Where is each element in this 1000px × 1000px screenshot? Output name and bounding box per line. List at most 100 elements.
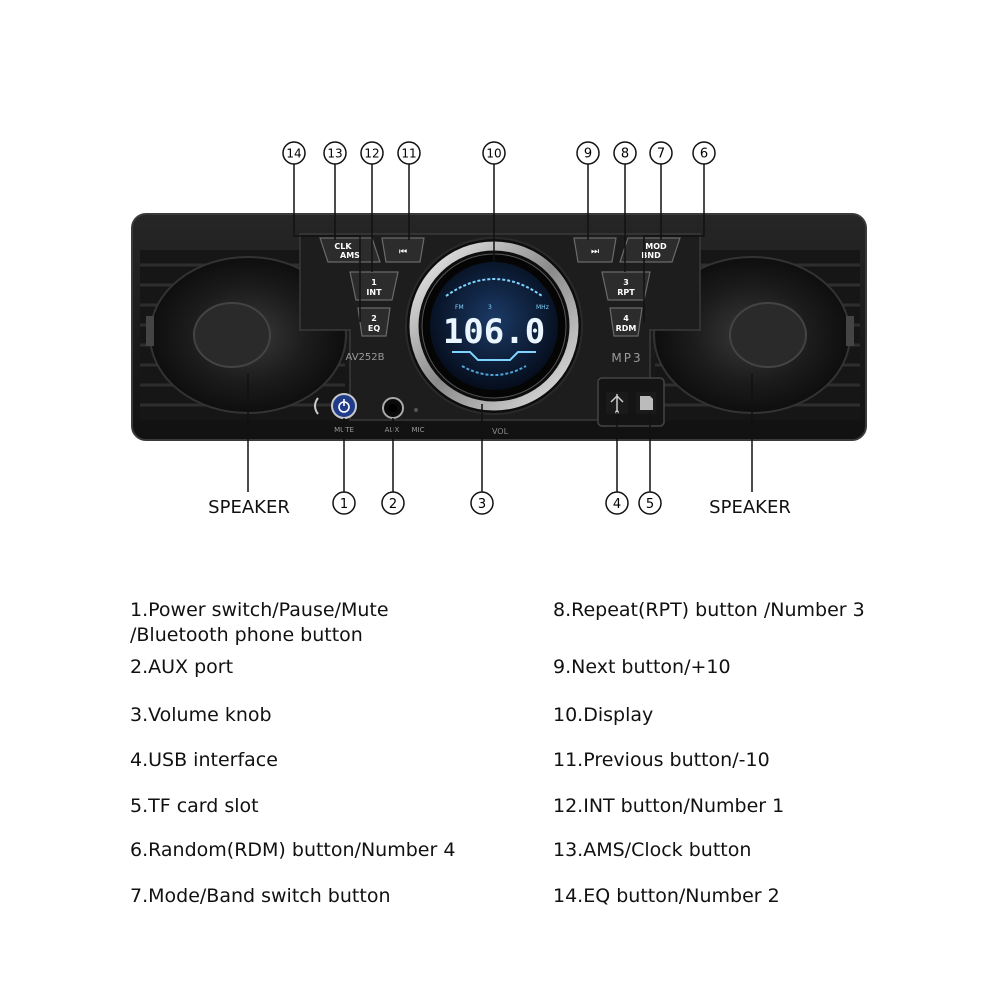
callout-1: 1 bbox=[332, 491, 356, 515]
aux-port[interactable] bbox=[382, 397, 404, 419]
legend-item-2: 2.AUX port bbox=[130, 655, 550, 680]
display-frequency: 106.0 bbox=[443, 312, 545, 352]
svg-text:7: 7 bbox=[657, 147, 665, 162]
callout-14: 14 bbox=[282, 141, 306, 165]
rpt-label: RPT bbox=[617, 288, 635, 297]
int-label: INT bbox=[366, 288, 382, 297]
svg-text:14: 14 bbox=[286, 147, 301, 161]
phone-icon bbox=[314, 397, 319, 415]
legend-item-6: 6.Random(RDM) button/Number 4 bbox=[130, 838, 550, 863]
callout-9: 9 bbox=[576, 141, 600, 165]
display-mhz: MHz bbox=[536, 304, 549, 311]
callout-10: 10 bbox=[482, 141, 506, 165]
model-label: AV252B bbox=[346, 352, 385, 363]
legend-item-text-continued: /Bluetooth phone button bbox=[130, 624, 363, 646]
legend-item-11: 11.Previous button/-10 bbox=[553, 748, 973, 773]
svg-text:13: 13 bbox=[327, 147, 342, 161]
legend-item-text: 1.Power switch/Pause/Mute bbox=[130, 599, 389, 621]
usb-interface[interactable] bbox=[606, 392, 628, 414]
legend-item-13: 13.AMS/Clock button bbox=[553, 838, 973, 863]
int-button[interactable]: 1 INT bbox=[349, 271, 399, 301]
rpt-number: 3 bbox=[623, 278, 629, 287]
legend-item-14: 14.EQ button/Number 2 bbox=[553, 884, 973, 909]
next-icon: ⏭ bbox=[591, 247, 599, 257]
mp3-label: MP3 bbox=[611, 351, 642, 365]
svg-text:5: 5 bbox=[646, 497, 654, 512]
legend-item-1: 1.Power switch/Pause/Mute /Bluetooth pho… bbox=[130, 598, 550, 648]
vol-label: VOL bbox=[492, 427, 509, 436]
legend-item-9: 9.Next button/+10 bbox=[553, 655, 973, 680]
svg-text:3: 3 bbox=[478, 497, 486, 512]
display-small-number: 3 bbox=[488, 304, 492, 311]
rdm-label: RDM bbox=[616, 324, 637, 333]
svg-text:8: 8 bbox=[621, 147, 629, 162]
callout-2: 2 bbox=[381, 491, 405, 515]
leader-lines bbox=[247, 164, 753, 492]
legend-item-3: 3.Volume knob bbox=[130, 703, 550, 728]
legend-item-text: 11.Previous button/-10 bbox=[553, 749, 770, 771]
bnd-label: BND bbox=[641, 251, 661, 260]
legend-item-text: 8.Repeat(RPT) button /Number 3 bbox=[553, 599, 865, 621]
rdm-button[interactable]: 4 RDM bbox=[609, 307, 643, 337]
int-number: 1 bbox=[371, 278, 377, 287]
legend-item-text: 4.USB interface bbox=[130, 749, 278, 771]
tf-card-slot[interactable] bbox=[636, 392, 656, 414]
prev-button[interactable]: ⏮ bbox=[381, 237, 425, 263]
callout-5: 5 bbox=[638, 491, 662, 515]
callout-7: 7 bbox=[649, 141, 673, 165]
legend-item-text: 6.Random(RDM) button/Number 4 bbox=[130, 839, 456, 861]
svg-text:2: 2 bbox=[389, 497, 397, 512]
display-fm: FM bbox=[455, 304, 464, 311]
car-radio-diagram: CLK AMS ⏮ ⏭ MOD BND 1 INT 2 EQ 3 RPT 4 R… bbox=[131, 141, 867, 518]
mod-label: MOD bbox=[645, 242, 667, 251]
ams-label: AMS bbox=[340, 251, 360, 260]
legend-item-text: 14.EQ button/Number 2 bbox=[553, 885, 780, 907]
legend-item-8: 8.Repeat(RPT) button /Number 3 bbox=[553, 598, 973, 623]
svg-text:10: 10 bbox=[486, 147, 501, 161]
prev-icon: ⏮ bbox=[399, 247, 407, 257]
legend-item-text: 9.Next button/+10 bbox=[553, 656, 731, 678]
legend-item-12: 12.INT button/Number 1 bbox=[553, 794, 973, 819]
legend-item-10: 10.Display bbox=[553, 703, 973, 728]
rdm-number: 4 bbox=[623, 314, 629, 323]
callout-11: 11 bbox=[397, 141, 421, 165]
svg-text:1: 1 bbox=[340, 497, 348, 512]
mic-label: MIC bbox=[412, 426, 425, 434]
legend-item-text: 12.INT button/Number 1 bbox=[553, 795, 785, 817]
legend-item-text: 3.Volume knob bbox=[130, 704, 272, 726]
svg-text:11: 11 bbox=[401, 147, 416, 161]
legend-item-text: 5.TF card slot bbox=[130, 795, 259, 817]
svg-text:6: 6 bbox=[700, 147, 708, 162]
svg-text:9: 9 bbox=[584, 147, 592, 162]
aux-label: AUX bbox=[385, 426, 400, 434]
power-mute-button[interactable] bbox=[331, 393, 357, 419]
svg-text:12: 12 bbox=[364, 147, 379, 161]
speaker-right-label: SPEAKER bbox=[709, 497, 791, 518]
svg-text:4: 4 bbox=[613, 497, 621, 512]
next-button[interactable]: ⏭ bbox=[573, 237, 617, 263]
callout-4: 4 bbox=[605, 491, 629, 515]
eq-button[interactable]: 2 EQ bbox=[357, 307, 391, 337]
mod-bnd-button[interactable]: MOD BND bbox=[619, 237, 681, 263]
legend: 1.Power switch/Pause/Mute /Bluetooth pho… bbox=[0, 590, 1000, 990]
legend-item-4: 4.USB interface bbox=[130, 748, 550, 773]
callout-6: 6 bbox=[692, 141, 716, 165]
callout-12: 12 bbox=[360, 141, 384, 165]
clk-ams-button[interactable]: CLK AMS bbox=[319, 237, 381, 263]
mic-hole bbox=[414, 408, 418, 412]
display: FM MHz 3 106.0 bbox=[430, 262, 558, 390]
speaker-left-label: SPEAKER bbox=[208, 497, 290, 518]
legend-item-5: 5.TF card slot bbox=[130, 794, 550, 819]
callout-13: 13 bbox=[323, 141, 347, 165]
callout-3: 3 bbox=[470, 491, 494, 515]
legend-item-text: 13.AMS/Clock button bbox=[553, 839, 752, 861]
eq-label: EQ bbox=[368, 324, 380, 333]
rpt-button[interactable]: 3 RPT bbox=[601, 271, 651, 301]
legend-item-text: 10.Display bbox=[553, 704, 654, 726]
legend-item-7: 7.Mode/Band switch button bbox=[130, 884, 550, 909]
callout-8: 8 bbox=[613, 141, 637, 165]
legend-item-text: 2.AUX port bbox=[130, 656, 234, 678]
legend-item-text: 7.Mode/Band switch button bbox=[130, 885, 391, 907]
clk-label: CLK bbox=[334, 242, 352, 251]
eq-number: 2 bbox=[371, 314, 377, 323]
